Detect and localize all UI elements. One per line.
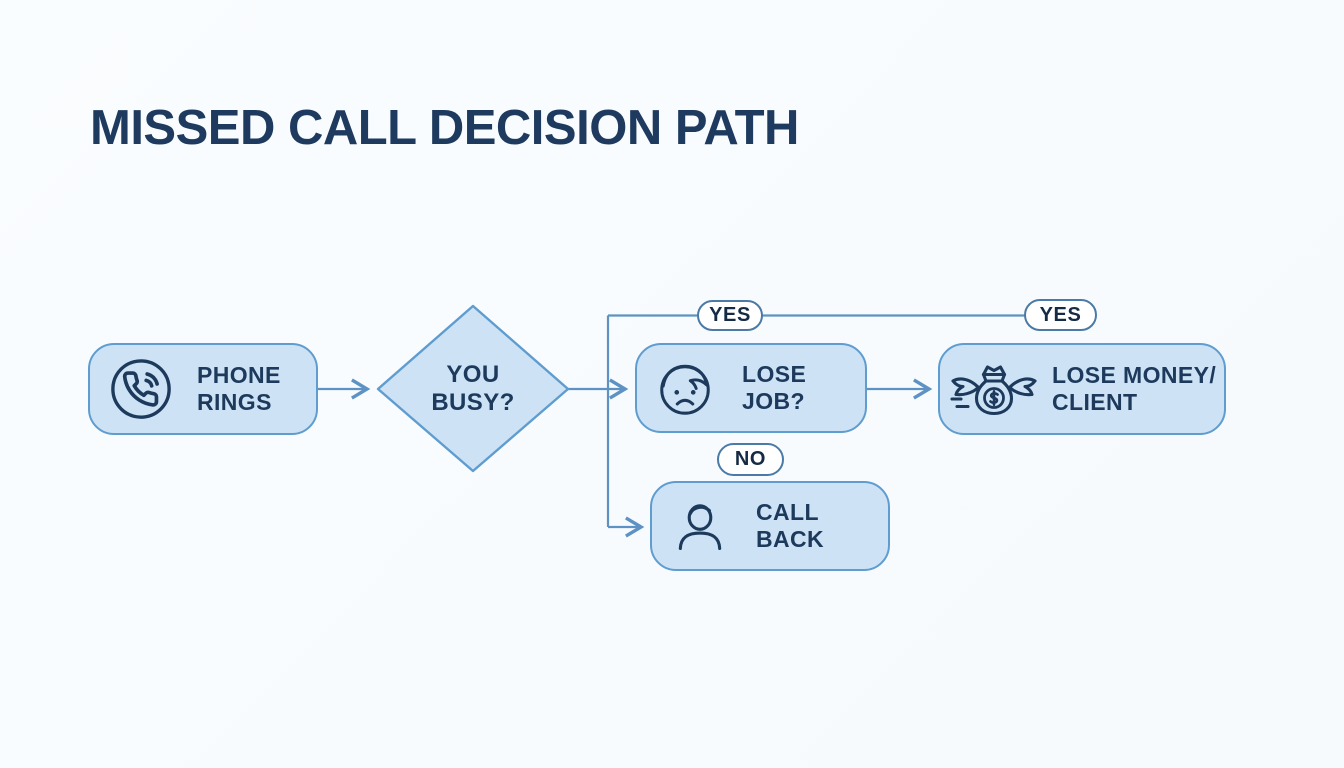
edge-label-no-busy: NO: [717, 443, 784, 476]
phone-ring-icon: [105, 353, 177, 425]
label-line: CALL BACK: [756, 498, 825, 552]
node-lose-job: LOSE JOB?: [635, 343, 867, 433]
node-lose-money-client: LOSE MONEY/ CLIENT: [938, 343, 1226, 435]
sad-face-icon: [654, 357, 716, 419]
node-label-call-back: CALL BACK: [756, 499, 888, 553]
label-line: RINGS: [197, 389, 272, 415]
edge-label-yes-busy: YES: [697, 300, 763, 331]
edge-label-yes-job: YES: [1024, 299, 1097, 331]
node-call-back: CALL BACK: [650, 481, 890, 571]
label-line: CLIENT: [1052, 389, 1138, 415]
node-label-phone-rings: PHONE RINGS: [197, 362, 281, 416]
page-title: MISSED CALL DECISION PATH: [90, 101, 799, 155]
node-label-lose-job: LOSE JOB?: [742, 361, 806, 415]
flying-money-bag-icon: [948, 355, 1040, 423]
node-label-you-busy: YOU BUSY?: [398, 361, 548, 417]
label-line: JOB?: [742, 388, 805, 414]
person-icon: [670, 494, 730, 558]
label-line: BUSY?: [431, 389, 515, 417]
decision-diamond-you-busy: [376, 304, 570, 473]
node-label-lose-money-client: LOSE MONEY/ CLIENT: [1052, 362, 1216, 416]
label-line: LOSE: [742, 360, 807, 387]
label-line: YOU: [446, 361, 500, 388]
node-phone-rings: PHONE RINGS: [88, 343, 318, 435]
label-line: LOSE MONEY/: [1052, 361, 1217, 388]
label-line: PHONE: [197, 361, 281, 388]
